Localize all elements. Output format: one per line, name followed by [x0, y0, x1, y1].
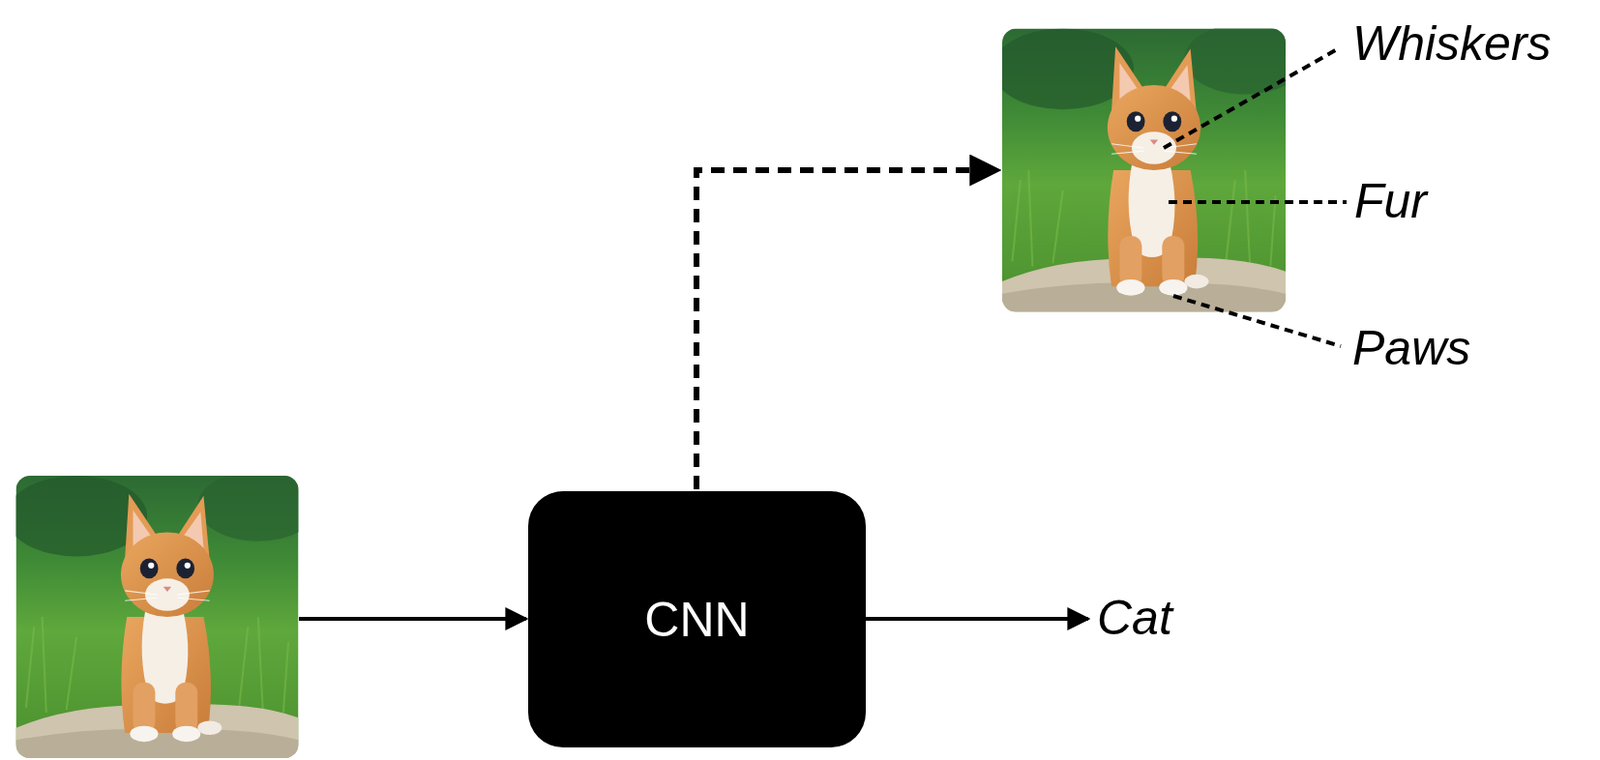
explained-image	[992, 23, 1306, 312]
feature-label: Fur	[1354, 174, 1427, 231]
node-label: CNN	[644, 592, 749, 649]
input-arrow	[298, 617, 527, 622]
leader-line	[1168, 200, 1347, 205]
leader-line	[1173, 296, 1341, 347]
output-arrow	[865, 617, 1089, 622]
feature-label: Paws	[1352, 321, 1471, 378]
input-image	[5, 471, 319, 759]
class-label: Cat	[1096, 591, 1173, 648]
process-box: CNN	[528, 491, 866, 748]
leader-line	[1163, 48, 1339, 149]
explanation-arrow	[696, 170, 999, 490]
feature-label: Whiskers	[1352, 16, 1552, 73]
